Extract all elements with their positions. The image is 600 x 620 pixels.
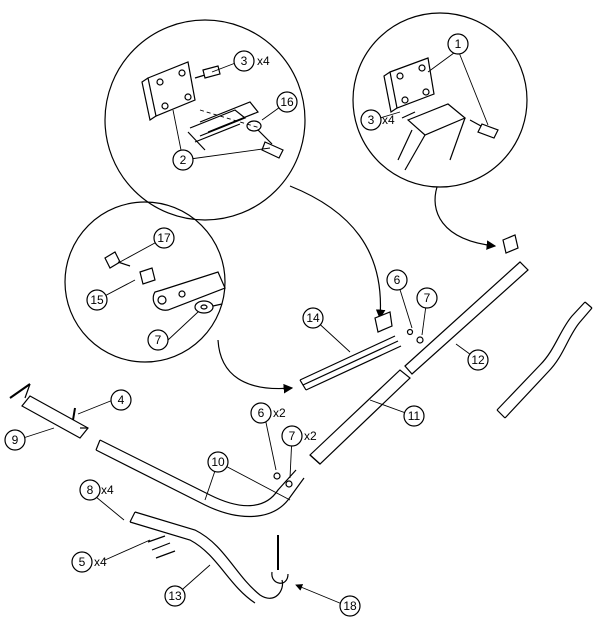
- detail-view-arm-pivot: [64, 201, 226, 363]
- part-14-slats: [299, 234, 519, 391]
- callout-16: 16: [276, 91, 298, 113]
- callout-14: 14: [302, 307, 324, 329]
- svg-text:13: 13: [168, 589, 182, 603]
- svg-text:8: 8: [87, 483, 94, 497]
- callout-6-upper: 6: [386, 269, 408, 291]
- detail-arrow-left: [217, 339, 294, 394]
- callout-1: 1: [447, 33, 469, 55]
- callout-10: 10: [207, 451, 229, 473]
- callout-18: 18: [339, 595, 361, 617]
- callout-4: 4: [110, 389, 132, 411]
- svg-text:6: 6: [258, 406, 265, 420]
- part-12-tube: [496, 301, 593, 419]
- svg-text:x4: x4: [101, 483, 114, 497]
- svg-text:x2: x2: [273, 406, 286, 420]
- detail-view-bracket-mount: [104, 19, 306, 221]
- svg-text:14: 14: [306, 311, 320, 325]
- svg-text:9: 9: [12, 433, 19, 447]
- callout-8: 8 x4: [79, 479, 114, 501]
- part-9-tube: [9, 383, 89, 439]
- svg-text:16: 16: [280, 95, 294, 109]
- callout-5: 5 x4: [71, 551, 107, 573]
- part-11-tube: [309, 369, 411, 465]
- svg-text:10: 10: [211, 455, 225, 469]
- leader-lines: [16, 49, 489, 607]
- svg-text:2: 2: [180, 153, 187, 167]
- svg-text:x4: x4: [382, 113, 395, 127]
- detail-view-end-bracket: [352, 12, 528, 188]
- callout-3-right: 3 x4: [360, 109, 395, 131]
- svg-text:x4: x4: [94, 555, 107, 569]
- callout-7-lower: 7 x2: [281, 425, 317, 447]
- svg-text:x4: x4: [257, 54, 270, 68]
- callout-3-top: 3 x4: [233, 50, 270, 72]
- svg-text:4: 4: [118, 393, 125, 407]
- part-18-strap: [271, 535, 289, 584]
- svg-text:7: 7: [289, 429, 296, 443]
- svg-text:3: 3: [241, 54, 248, 68]
- svg-text:7: 7: [424, 291, 431, 305]
- part-13-lower-bar: [129, 511, 284, 604]
- callout-13: 13: [164, 585, 186, 607]
- svg-text:1: 1: [455, 37, 462, 51]
- svg-text:7: 7: [155, 333, 162, 347]
- callout-7-upper: 7: [416, 287, 438, 309]
- svg-text:3: 3: [368, 113, 375, 127]
- svg-text:15: 15: [90, 293, 104, 307]
- detail-arrow-top: [289, 185, 386, 320]
- svg-text:5: 5: [79, 555, 86, 569]
- svg-text:6: 6: [394, 273, 401, 287]
- callout-15: 15: [86, 289, 108, 311]
- svg-text:12: 12: [471, 353, 485, 367]
- callout-6-lower: 6 x2: [250, 402, 286, 424]
- svg-text:18: 18: [343, 599, 357, 613]
- callout-11: 11: [403, 405, 425, 427]
- part-main-upper-tube: [404, 261, 529, 375]
- callout-2: 2: [172, 149, 194, 171]
- part-4-pin: [72, 407, 76, 421]
- part-10-bent-tube: [95, 439, 305, 517]
- callout-17: 17: [153, 227, 175, 249]
- callout-12: 12: [467, 349, 489, 371]
- callout-7-detail: 7: [147, 329, 169, 351]
- svg-text:x2: x2: [304, 429, 317, 443]
- svg-text:11: 11: [408, 409, 421, 423]
- callout-9: 9: [4, 429, 26, 451]
- detail-arrow-right: [434, 186, 497, 250]
- svg-text:17: 17: [157, 231, 171, 245]
